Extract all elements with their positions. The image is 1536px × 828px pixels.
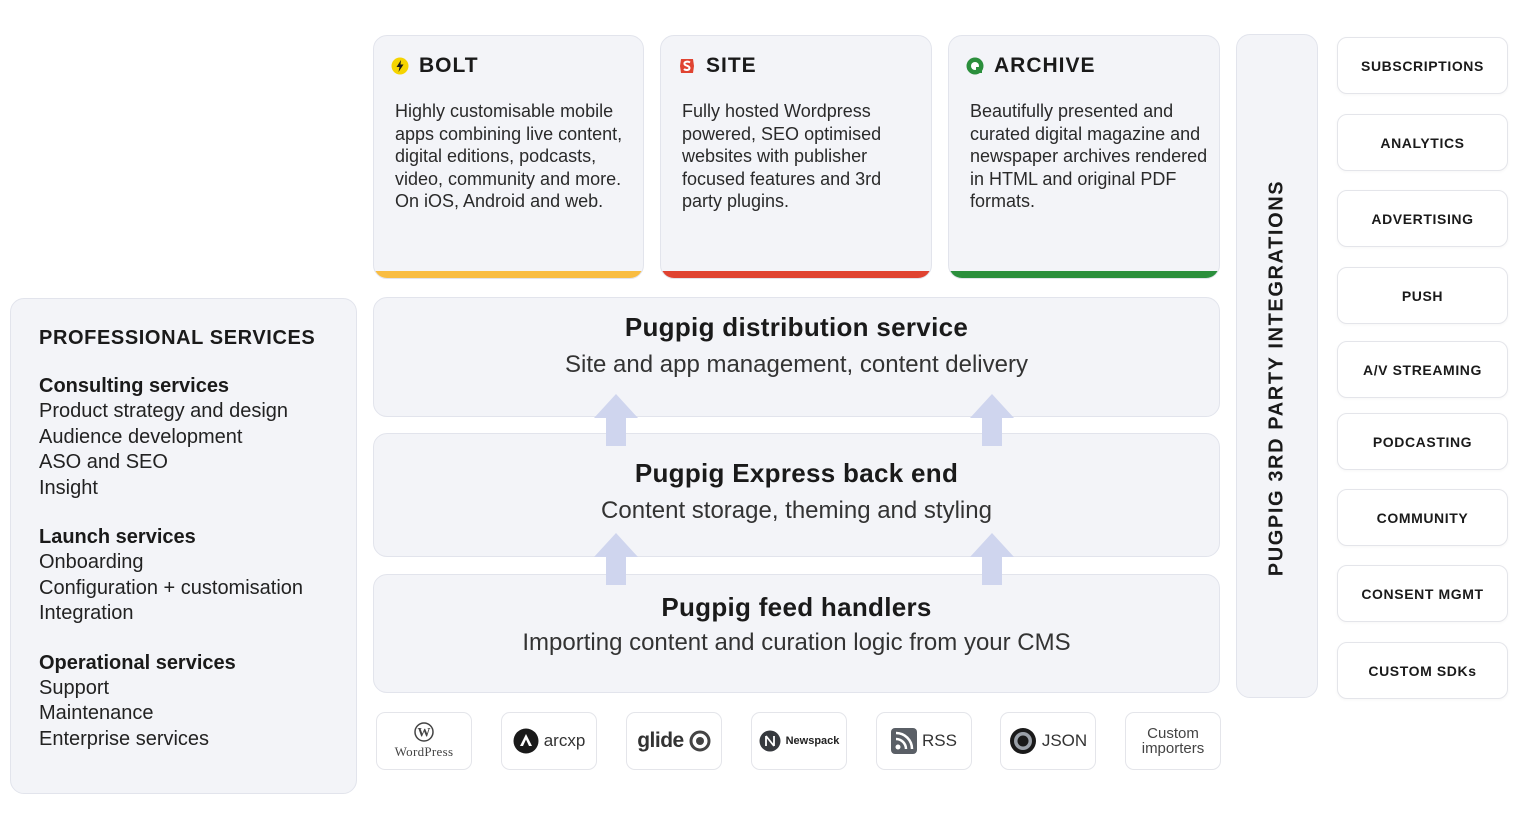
site-card: SITE Fully hosted Wordpress powered, SEO… bbox=[660, 35, 932, 279]
json-label: JSON bbox=[1041, 731, 1088, 750]
site-icon bbox=[680, 59, 694, 73]
arcxp-label: arcxp bbox=[543, 731, 586, 750]
rss-label: RSS bbox=[922, 731, 957, 750]
distribution-layer: Pugpig distribution service Site and app… bbox=[373, 297, 1220, 417]
express-subtitle: Content storage, theming and styling bbox=[601, 497, 992, 524]
archive-card: ARCHIVE Beautifully presented and curate… bbox=[948, 35, 1220, 279]
arrow-up-icon bbox=[594, 533, 638, 585]
glide-logo: glide bbox=[626, 712, 722, 770]
launch-group: Launch services Onboarding Configuration… bbox=[39, 525, 356, 627]
json-icon bbox=[1009, 728, 1036, 754]
integration-item: CONSENT MGMT bbox=[1337, 565, 1508, 622]
arcxp-icon bbox=[513, 728, 539, 754]
wordpress-label: WordPress bbox=[394, 744, 454, 759]
integration-item: SUBSCRIPTIONS bbox=[1337, 37, 1508, 94]
archive-card-header: ARCHIVE bbox=[966, 54, 1096, 78]
glide-label: glide bbox=[637, 729, 684, 752]
bolt-description: Highly customisable mobile apps combinin… bbox=[395, 101, 623, 211]
arcxp-logo: arcxp bbox=[501, 712, 597, 770]
svg-text:W: W bbox=[418, 725, 431, 740]
archive-title: ARCHIVE bbox=[994, 54, 1096, 77]
wordpress-logo: W WordPress bbox=[376, 712, 472, 770]
rss-logo: RSS bbox=[876, 712, 972, 770]
integration-item: PUSH bbox=[1337, 267, 1508, 324]
group-title: Consulting services bbox=[39, 375, 230, 397]
arrow-up-icon bbox=[970, 394, 1014, 446]
group-item: Product strategy and design bbox=[39, 400, 289, 422]
custom-importers-logo: Custom importers bbox=[1125, 712, 1221, 770]
professional-services-panel: PROFESSIONAL SERVICES Consulting service… bbox=[10, 298, 357, 794]
group-title: Operational services bbox=[39, 651, 236, 674]
integration-item: ANALYTICS bbox=[1337, 114, 1508, 171]
site-title: SITE bbox=[706, 54, 757, 77]
group-item: Audience development bbox=[39, 425, 243, 448]
bolt-card-header: BOLT bbox=[391, 54, 479, 78]
feed-title: Pugpig feed handlers bbox=[661, 592, 932, 622]
group-item: Insight bbox=[39, 476, 98, 499]
group-title: Launch services bbox=[39, 526, 196, 548]
newspack-logo: Newspack bbox=[751, 712, 847, 770]
bolt-color-bar bbox=[374, 271, 643, 278]
arrow-up-icon bbox=[594, 394, 638, 446]
operational-group: Operational services Support Maintenance… bbox=[39, 651, 356, 753]
integration-item: CUSTOM SDKs bbox=[1337, 642, 1508, 699]
professional-services-title: PROFESSIONAL SERVICES bbox=[39, 327, 316, 349]
custom-label-line1: Custom bbox=[1147, 725, 1199, 742]
feed-subtitle: Importing content and curation logic fro… bbox=[522, 629, 1071, 656]
json-logo: JSON bbox=[1000, 712, 1096, 770]
group-item: Configuration + customisation bbox=[39, 576, 304, 599]
consulting-group: Consulting services Product strategy and… bbox=[39, 374, 356, 501]
express-layer: Pugpig Express back end Content storage,… bbox=[373, 433, 1220, 557]
bolt-icon bbox=[391, 57, 409, 75]
group-item: Maintenance bbox=[39, 702, 154, 724]
distribution-subtitle: Site and app management, content deliver… bbox=[565, 351, 1028, 378]
site-card-header: SITE bbox=[678, 54, 757, 78]
rss-icon bbox=[891, 728, 918, 754]
group-item: Onboarding bbox=[39, 551, 144, 573]
integrations-panel: PUGPIG 3RD PARTY INTEGRATIONS bbox=[1236, 34, 1318, 698]
integration-item: COMMUNITY bbox=[1337, 489, 1508, 546]
group-item: ASO and SEO bbox=[39, 451, 168, 473]
group-item: Support bbox=[39, 676, 110, 699]
distribution-title: Pugpig distribution service bbox=[624, 312, 969, 342]
glide-icon bbox=[689, 730, 711, 752]
archive-color-bar bbox=[949, 271, 1219, 278]
integrations-title: PUGPIG 3RD PARTY INTEGRATIONS bbox=[1265, 179, 1288, 577]
site-color-bar bbox=[661, 271, 931, 278]
custom-label-line2: importers bbox=[1141, 740, 1205, 757]
group-item: Enterprise services bbox=[39, 727, 210, 750]
archive-description: Beautifully presented and curated digita… bbox=[970, 101, 1208, 211]
group-item: Integration bbox=[39, 602, 134, 624]
bolt-card: BOLT Highly customisable mobile apps com… bbox=[373, 35, 644, 279]
express-title: Pugpig Express back end bbox=[634, 458, 959, 488]
bolt-title: BOLT bbox=[419, 54, 479, 77]
wordpress-icon: W bbox=[414, 722, 434, 742]
newspack-icon bbox=[759, 730, 781, 752]
arrow-up-icon bbox=[970, 533, 1014, 585]
feed-layer: Pugpig feed handlers Importing content a… bbox=[373, 574, 1220, 693]
newspack-label: Newspack bbox=[785, 735, 840, 747]
integration-item: ADVERTISING bbox=[1337, 190, 1508, 247]
site-description: Fully hosted Wordpress powered, SEO opti… bbox=[682, 101, 882, 211]
integration-item: A/V STREAMING bbox=[1337, 341, 1508, 398]
integration-item: PODCASTING bbox=[1337, 413, 1508, 470]
archive-icon bbox=[966, 57, 984, 75]
